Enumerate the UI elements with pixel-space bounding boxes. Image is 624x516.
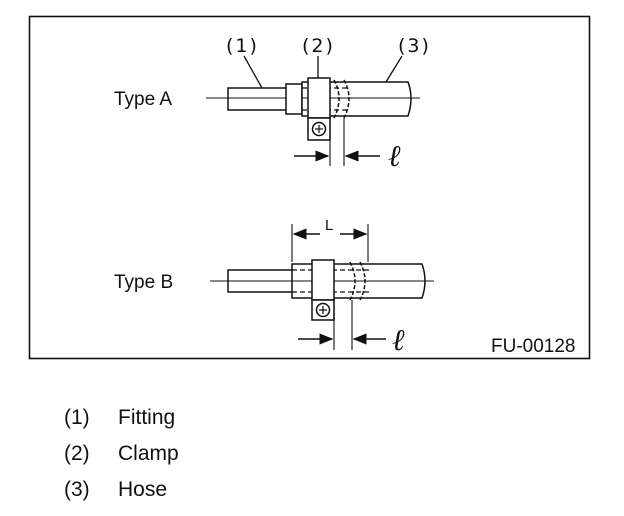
type-a-fitting <box>227 87 291 111</box>
type-b-dimension-label: ℓ <box>392 323 405 358</box>
type-a-dimension-label: ℓ <box>388 139 401 174</box>
legend-item-fitting: (1) Fitting <box>64 400 179 436</box>
callout-3: (3) <box>398 35 431 57</box>
legend: (1) Fitting (2) Clamp (3) Hose <box>64 400 179 508</box>
legend-label: Clamp <box>118 442 179 465</box>
legend-number: (2) <box>64 442 90 465</box>
type-b-length-dimension <box>291 224 369 262</box>
type-b-length-label: L <box>325 217 333 234</box>
legend-label: Fitting <box>118 406 176 429</box>
type-b-assembly <box>210 259 434 350</box>
figure-frame <box>28 15 591 360</box>
type-a-assembly <box>206 77 420 166</box>
type-b-label: Type B <box>114 272 173 293</box>
type-a-clamp <box>307 77 331 119</box>
callout-2: (2) <box>302 35 335 57</box>
legend-item-clamp: (2) Clamp <box>64 436 179 472</box>
figure-code: FU-00128 <box>491 336 576 357</box>
legend-label: Hose <box>118 478 168 501</box>
legend-item-hose: (3) Hose <box>64 472 179 508</box>
hose-clamp-diagram: (1) (2) (3) Type A <box>28 15 591 360</box>
legend-number: (3) <box>64 478 90 501</box>
callout-1: (1) <box>226 35 259 57</box>
leader-lines <box>243 55 403 89</box>
type-b-clamp <box>311 259 335 301</box>
type-a-label: Type A <box>114 89 172 110</box>
legend-number: (1) <box>64 406 90 429</box>
